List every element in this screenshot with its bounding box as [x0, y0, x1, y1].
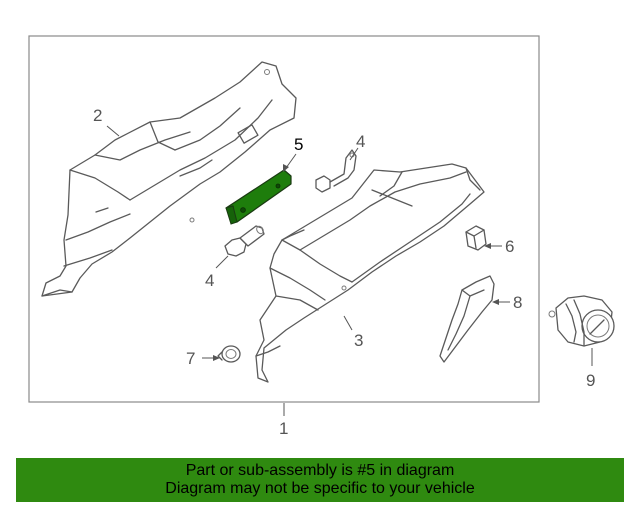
parts-diagram: 1 2 5 4 4 [28, 35, 615, 438]
callout-5-label: 5 [294, 135, 303, 154]
callout-4b-leader [215, 255, 229, 269]
callout-5-leader [285, 153, 297, 169]
callout-6-arrow [484, 243, 491, 249]
callout-2-leader [106, 125, 120, 137]
callout-6-label: 6 [505, 237, 514, 256]
part-4-hinge-pin-upper [315, 149, 357, 193]
callout-4b-label: 4 [205, 271, 214, 290]
callout-9-label: 9 [586, 371, 595, 390]
part-5-bracket-highlighted [225, 169, 292, 225]
callout-4a-label: 4 [356, 132, 365, 151]
part-3-glove-box-bin [255, 163, 485, 383]
part-4-hinge-pin-lower [224, 225, 265, 257]
callout-7-arrow [213, 355, 220, 361]
callout-8-arrow [492, 299, 499, 305]
part-2-upper-housing [41, 61, 297, 297]
callout-5-arrow [283, 164, 289, 172]
callout-8-label: 8 [513, 293, 522, 312]
part-info-banner: Part or sub-assembly is #5 in diagram Di… [16, 458, 624, 502]
part-8-trim-cover [439, 275, 495, 363]
part-9-knob [548, 295, 615, 347]
banner-line-2: Diagram may not be specific to your vehi… [165, 480, 475, 497]
callout-1-label: 1 [279, 419, 288, 438]
banner-line-1: Part or sub-assembly is #5 in diagram [185, 462, 455, 479]
callout-7-label: 7 [186, 349, 195, 368]
callout-3-label: 3 [354, 331, 363, 350]
callout-3-leader [343, 315, 353, 331]
part-7-clip [217, 345, 241, 363]
callout-4a-leader [349, 147, 359, 161]
callout-2-label: 2 [93, 106, 102, 125]
part-6-stopper [465, 225, 487, 251]
